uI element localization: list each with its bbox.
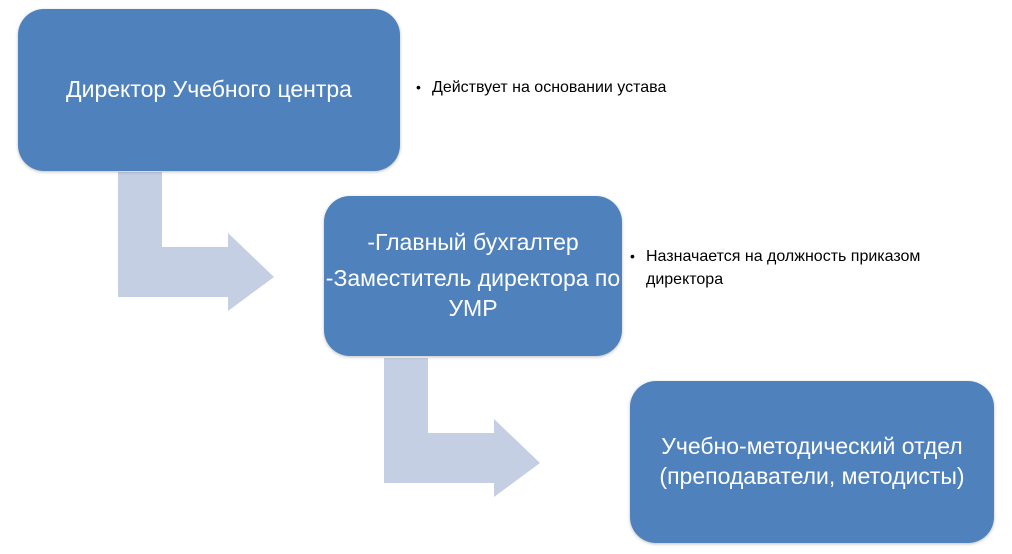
director-box: Директор Учебного центра — [18, 9, 400, 171]
deputies-box-line-1: -Главный бухгалтер — [367, 229, 579, 256]
deputies-note-text: Назначается на должность приказом директ… — [646, 248, 921, 289]
bullet-icon: • — [630, 248, 635, 264]
deputies-box: -Главный бухгалтер -Заместитель директор… — [324, 196, 622, 356]
director-box-line-1: Директор Учебного центра — [66, 76, 352, 103]
department-box-line-2: (преподаватели, методисты) — [659, 463, 965, 489]
bent-arrow-shape-2 — [384, 358, 540, 497]
deputies-box-line-2: -Заместитель директора по УМР — [325, 265, 621, 321]
director-note: • Действует на основании устава — [416, 76, 736, 99]
deputies-note: • Назначается на должность приказом дире… — [630, 245, 1000, 291]
department-box: Учебно-методический отдел (преподаватели… — [630, 381, 994, 543]
department-box-line-1: Учебно-методический отдел — [661, 433, 963, 460]
director-note-text: Действует на основании устава — [432, 79, 667, 96]
bent-arrow-shape-1 — [118, 172, 274, 311]
bullet-icon: • — [416, 79, 421, 95]
